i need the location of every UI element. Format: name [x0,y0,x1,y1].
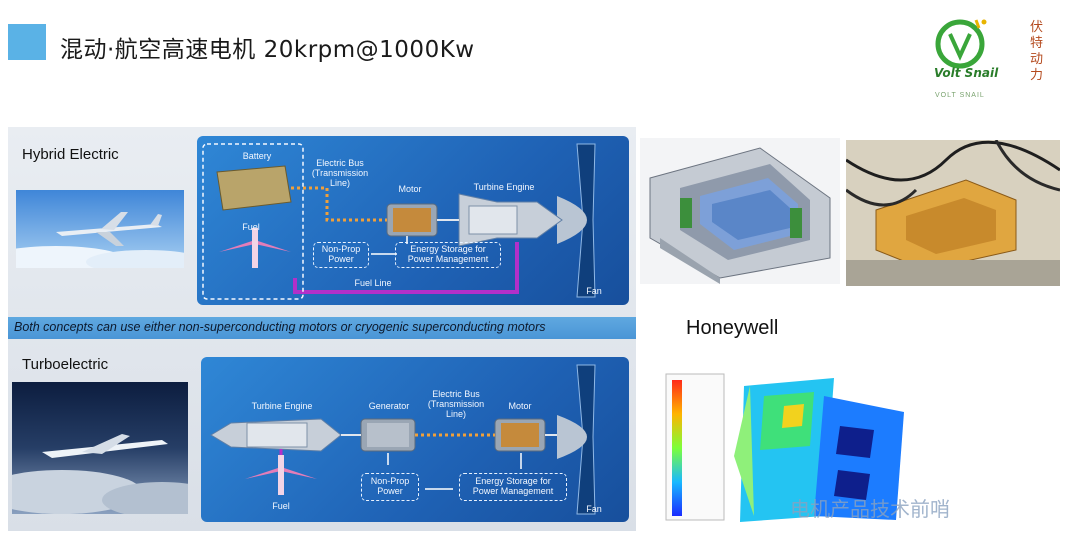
page-title: 混动·航空高速电机 20krpm@1000Kw [60,37,475,63]
turbo-fan-label: Fan [586,504,602,514]
logo-brand-text: Volt Snail [934,66,999,80]
concepts-band-text: Both concepts can use either non-superco… [14,320,546,334]
fuel-line-label: Fuel Line [354,278,392,288]
motor-test-rig-photo [846,140,1060,286]
turbo-electric-bus-label: Electric Bus (Transmission Line) [427,389,485,419]
logo-char-4: 力 [1030,68,1044,83]
turbo-non-prop-power-label: Non-Prop Power [370,476,410,496]
hybrid-electric-diagram: Battery Electric Bus (Transmission Line)… [197,136,629,305]
fuel-label: Fuel [242,222,260,232]
turbo-motor-label: Motor [508,401,532,411]
fea-stress-plot [664,366,914,526]
energy-storage-label: Energy Storage for Power Management [407,244,489,264]
concepts-band [8,317,636,339]
header-accent-square [8,24,46,60]
turboelectric-diagram: Turbine Engine Generator Electric Bus (T… [201,357,629,522]
motor-cutaway-render [640,138,840,284]
turbo-energy-storage-label: Energy Storage for Power Management [472,476,554,496]
motor-label: Motor [398,184,422,194]
battery-label: Battery [242,151,272,161]
hybrid-electric-title: Hybrid Electric [22,146,119,163]
logo-char-2: 特 [1030,36,1044,51]
turbo-turbine-engine-label: Turbine Engine [251,401,313,411]
non-prop-power-label: Non-Prop Power [321,244,361,264]
volt-snail-logo-icon [935,19,987,69]
turboelectric-aircraft-photo [12,382,188,514]
fan-label: Fan [586,286,602,296]
wechat-watermark: 电机产品技术前哨 [790,497,950,521]
turbo-fuel-label: Fuel [272,501,290,511]
hybrid-aircraft-photo [16,190,184,268]
generator-label: Generator [368,401,410,411]
logo-char-1: 伏 [1030,20,1044,35]
turbine-engine-label: Turbine Engine [473,182,535,192]
turboelectric-title: Turboelectric [22,356,109,373]
electric-bus-label: Electric Bus (Transmission Line) [311,158,369,188]
honeywell-label: Honeywell [686,317,779,339]
logo-subtitle: VOLT SNAIL [935,92,985,99]
logo-char-3: 动 [1030,52,1044,67]
